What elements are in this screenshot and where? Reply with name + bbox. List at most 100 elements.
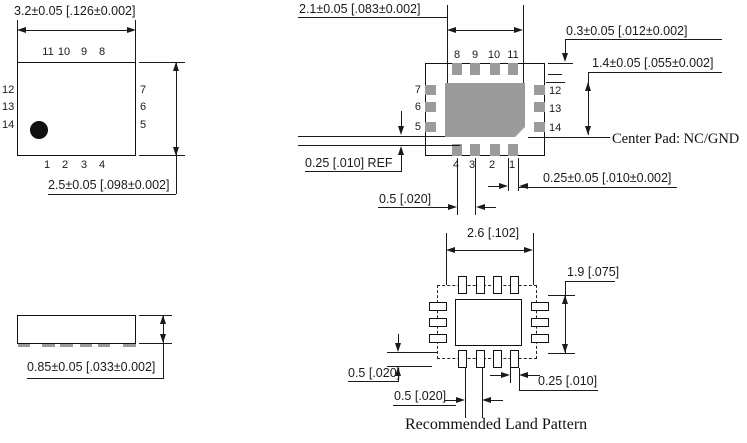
dim-label-body-thickness: 0.85±0.05 [.033±0.002] bbox=[27, 360, 156, 374]
land-width-dim-line bbox=[455, 250, 524, 251]
leader-underline bbox=[348, 381, 399, 382]
pin-label: 7 bbox=[414, 84, 421, 96]
pin-label: 11 bbox=[507, 49, 519, 61]
leader-underline bbox=[519, 187, 677, 188]
ext-line bbox=[548, 63, 573, 64]
body-height-dim-line bbox=[176, 62, 177, 194]
ext-line bbox=[548, 295, 575, 296]
land-pad bbox=[531, 334, 549, 343]
leader-line bbox=[398, 376, 399, 381]
pad bbox=[470, 63, 480, 75]
dim-label-pad-pitch: 0.5 [.020] bbox=[379, 192, 432, 206]
ext-line bbox=[482, 368, 483, 418]
pin-label: 8 bbox=[453, 49, 461, 61]
arrowhead-left bbox=[446, 247, 455, 253]
pad bbox=[123, 344, 136, 347]
arrowhead-left bbox=[482, 397, 491, 403]
side-view-outline bbox=[17, 315, 136, 344]
land-pad bbox=[510, 276, 519, 294]
ext-line bbox=[548, 74, 562, 75]
ext-line bbox=[447, 5, 448, 83]
dim-label-land-pad-width: 0.25 [.010] bbox=[538, 374, 598, 388]
leader-line bbox=[401, 155, 402, 171]
pad bbox=[60, 344, 73, 347]
pin1-marker-dot bbox=[30, 121, 48, 139]
leader-underline bbox=[27, 378, 163, 379]
ext-line bbox=[139, 155, 185, 156]
arrowhead-up bbox=[398, 146, 404, 155]
land-pad bbox=[429, 318, 447, 327]
arrowhead-right bbox=[499, 183, 508, 189]
pin-label: 1 bbox=[508, 159, 516, 171]
center-pad-height-dim-line bbox=[588, 72, 589, 135]
pitch-dim-line bbox=[444, 400, 456, 401]
arrowhead-up bbox=[585, 82, 591, 91]
dim-label-land-pad-pitch: 0.5 [.020] bbox=[394, 389, 447, 403]
land-pad bbox=[493, 276, 502, 294]
pitch-dim-line bbox=[484, 207, 496, 208]
leader-line bbox=[565, 39, 566, 53]
dim-label-center-pad-height: 1.4±0.05 [.055±0.002] bbox=[592, 56, 714, 70]
center-pad-width-dim-line bbox=[456, 30, 514, 31]
arrowhead-right bbox=[514, 27, 523, 33]
pin-label: 5 bbox=[140, 119, 147, 131]
ext-line bbox=[298, 145, 460, 146]
leader-underline bbox=[565, 39, 722, 40]
dim-label-land-width: 2.6 [.102] bbox=[467, 226, 520, 240]
pin-label: 6 bbox=[140, 101, 147, 113]
pin-label: 12 bbox=[2, 84, 15, 96]
land-pattern-caption: Recommended Land Pattern bbox=[405, 416, 588, 433]
dim-label-center-pad-width: 2.1±0.05 [.083±0.002] bbox=[299, 2, 421, 16]
pad bbox=[508, 63, 518, 75]
leader-underline bbox=[305, 171, 402, 172]
ext-line bbox=[139, 343, 172, 344]
land-pad bbox=[458, 350, 467, 368]
land-pad bbox=[510, 350, 519, 368]
ext-line bbox=[519, 368, 520, 390]
dim-label-body-width: 3.2±0.05 [.126±0.002] bbox=[14, 4, 136, 18]
arrowhead-right bbox=[524, 247, 533, 253]
pin-label: 10 bbox=[487, 49, 501, 61]
arrowhead-right bbox=[448, 204, 457, 210]
land-pad bbox=[458, 276, 467, 294]
ext-line bbox=[533, 233, 534, 285]
arrowhead-left bbox=[519, 183, 528, 189]
pad bbox=[534, 102, 545, 112]
dim-label-body-height: 2.5±0.05 [.098±0.002] bbox=[48, 178, 170, 192]
pad bbox=[534, 122, 545, 132]
center-pad-note: Center Pad: NC/GND bbox=[612, 131, 740, 147]
arrowhead-left bbox=[476, 204, 485, 210]
arrowhead-up bbox=[395, 367, 401, 376]
arrowhead-left bbox=[519, 372, 528, 378]
pad bbox=[98, 344, 110, 347]
land-pad bbox=[493, 350, 502, 368]
pitch-dim-line bbox=[490, 400, 503, 401]
pad-width-dim-line bbox=[490, 375, 501, 376]
pad bbox=[18, 344, 30, 347]
center-pad-leader-line bbox=[528, 137, 610, 138]
pin-label: 6 bbox=[414, 101, 421, 113]
ext-line bbox=[510, 368, 511, 383]
pin-label: 3 bbox=[80, 159, 88, 171]
pin-label: 9 bbox=[80, 46, 88, 58]
leader-line bbox=[401, 111, 402, 126]
pad-width-dim-line bbox=[528, 375, 540, 376]
arrowhead-right bbox=[501, 372, 510, 378]
land-pad bbox=[429, 302, 447, 311]
pad bbox=[490, 144, 500, 156]
land-pad bbox=[429, 334, 447, 343]
leader-underline bbox=[519, 390, 598, 391]
arrowhead-up bbox=[173, 62, 179, 71]
ext-line bbox=[475, 158, 476, 215]
dim-label-pad-clearance-ref: 0.25 [.010] REF bbox=[305, 156, 393, 170]
dim-label-pad-depth: 0.3±0.05 [.012±0.002] bbox=[566, 24, 688, 38]
ext-line bbox=[518, 158, 519, 191]
ext-line bbox=[139, 62, 185, 63]
leader-underline bbox=[565, 281, 615, 282]
pin-label: 9 bbox=[471, 49, 479, 61]
land-pad bbox=[476, 276, 485, 294]
dim-label-land-pad-length: 0.5 [.020] bbox=[348, 366, 401, 380]
land-pad bbox=[531, 302, 549, 311]
pin-label: 8 bbox=[98, 46, 106, 58]
ext-line bbox=[387, 366, 432, 367]
